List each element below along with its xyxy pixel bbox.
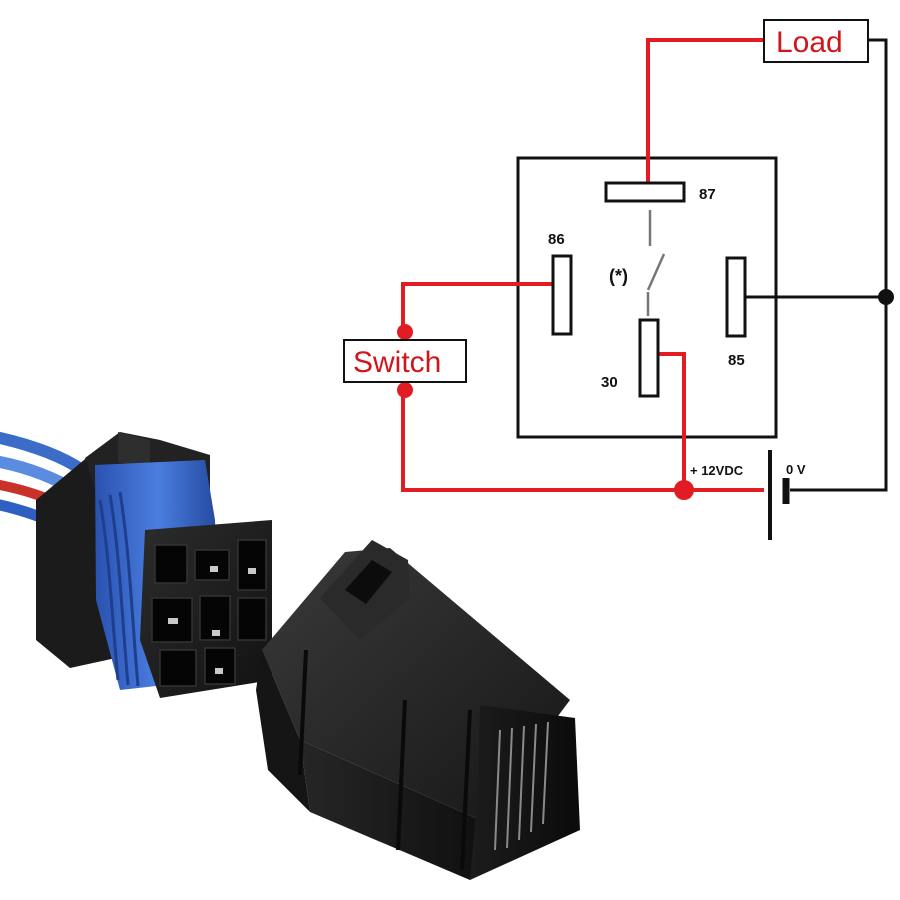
pin-85-terminal <box>725 256 747 338</box>
seal-ribs <box>98 491 140 687</box>
switch-bottom-dot <box>397 382 413 398</box>
pin-30-label: 30 <box>601 374 618 391</box>
pin-86-label: 86 <box>548 231 565 248</box>
junction-dot-black <box>878 289 894 305</box>
contact-symbol-label: (*) <box>609 266 628 286</box>
relay-front-face <box>300 740 480 880</box>
pin-86-terminal <box>551 254 573 336</box>
load-box: Load <box>763 19 869 63</box>
relay-left-face <box>256 650 310 812</box>
switch-top-dot <box>397 324 413 340</box>
junction-dot-red <box>674 480 694 500</box>
relay-socket-photo <box>0 432 272 698</box>
socket-terminals <box>168 566 256 674</box>
plus-12vdc-label: + 12VDC <box>690 463 744 478</box>
wiring-diagram: 87 86 85 30 (*) + 12VDC 0 V Load Switch <box>343 19 894 540</box>
relay-label-face <box>470 705 580 880</box>
pin-87-terminal <box>604 181 686 203</box>
red-wires <box>401 38 766 492</box>
pin-87-label: 87 <box>699 186 716 203</box>
contact-switch-symbol <box>646 210 666 316</box>
zero-v-label: 0 V <box>786 462 806 477</box>
relay-latch-slot <box>345 560 392 604</box>
pin-85-label: 85 <box>728 352 745 369</box>
socket-latch-tab <box>118 432 150 470</box>
relay-bands <box>298 649 472 871</box>
load-label: Load <box>776 26 843 59</box>
switch-label: Switch <box>353 346 441 379</box>
pin-30-terminal <box>638 318 660 398</box>
relay-print <box>494 721 549 851</box>
switch-box: Switch <box>343 339 467 383</box>
relay-photo <box>256 540 580 880</box>
black-wires <box>746 38 888 540</box>
